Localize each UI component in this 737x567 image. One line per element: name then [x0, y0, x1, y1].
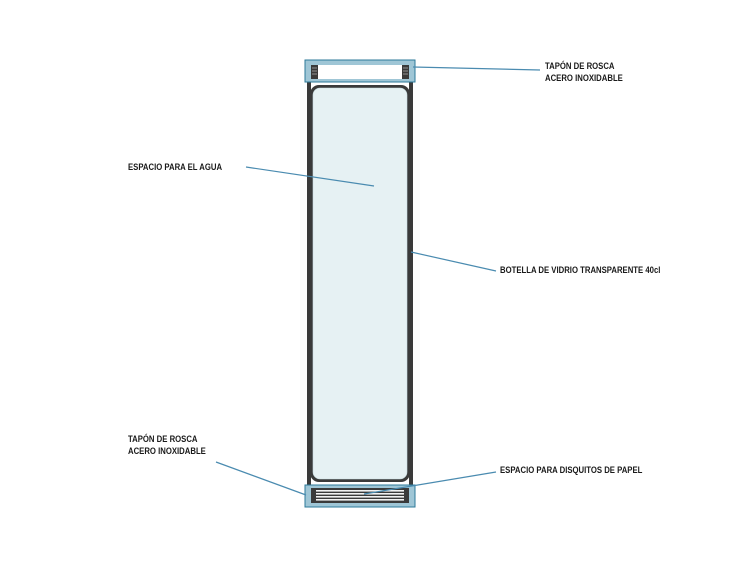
label-water-space-line1: ESPACIO PARA EL AGUA [128, 162, 223, 172]
label-water-space: ESPACIO PARA EL AGUA [128, 161, 222, 173]
leader-line-top-cap [412, 66, 541, 71]
water-compartment-fill [312, 87, 408, 480]
leader-line-water-space [245, 166, 375, 187]
label-bottom-cap: TAPÓN DE ROSCA ACERO INOXIDABLE [128, 433, 206, 457]
label-paper-discs-line1: ESPACIO PARA DISQUITOS DE PAPEL [500, 465, 643, 475]
paper-discs [316, 490, 404, 501]
label-top-cap-line2: ACERO INOXIDABLE [545, 73, 623, 83]
label-top-cap-line1: TAPÓN DE ROSCA [545, 61, 615, 71]
top-cap [304, 59, 416, 83]
label-paper-discs: ESPACIO PARA DISQUITOS DE PAPEL [500, 464, 642, 476]
leader-line-glass-bottle [410, 251, 497, 272]
leader-line-paper-discs [363, 471, 497, 495]
label-bottom-cap-line1: TAPÓN DE ROSCA [128, 434, 198, 444]
label-glass-bottle-line1: BOTELLA DE VIDRIO TRANSPARENTE 40cl [500, 265, 661, 275]
label-bottom-cap-line2: ACERO INOXIDABLE [128, 446, 206, 456]
label-top-cap: TAPÓN DE ROSCA ACERO INOXIDABLE [545, 60, 623, 84]
label-glass-bottle: BOTELLA DE VIDRIO TRANSPARENTE 40cl [500, 264, 660, 276]
leader-line-bottom-cap [215, 461, 307, 496]
